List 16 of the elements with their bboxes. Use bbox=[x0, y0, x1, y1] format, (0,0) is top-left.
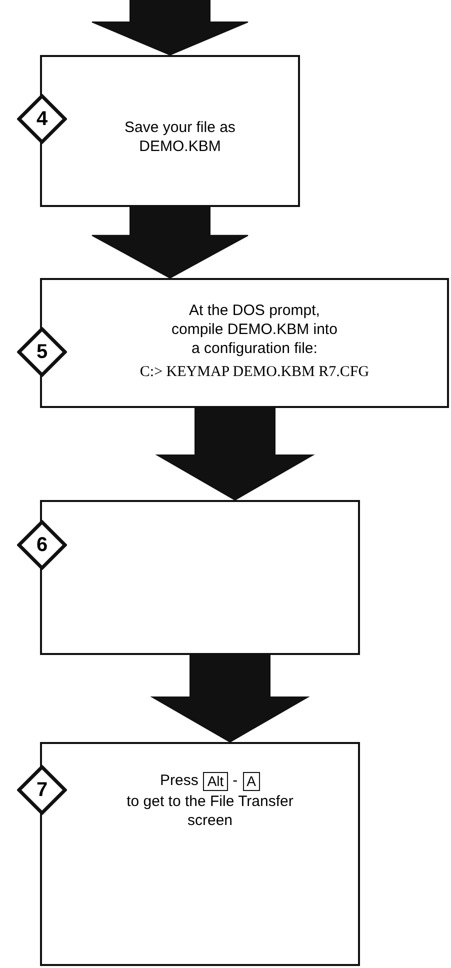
block-arrow bbox=[92, 0, 248, 56]
step-number: 7 bbox=[36, 778, 48, 802]
step-text: Save your file as DEMO.KBM bbox=[124, 119, 236, 156]
step-text: - bbox=[232, 772, 238, 791]
key-cap: Alt bbox=[203, 772, 228, 791]
block-arrow bbox=[155, 408, 315, 501]
block-arrow bbox=[92, 206, 248, 279]
step-number: 4 bbox=[36, 108, 48, 130]
step-number: 5 bbox=[36, 340, 48, 364]
step-text: Press bbox=[160, 772, 198, 791]
step-text: At the DOS prompt, compile DEMO.KBM into a configuration file: bbox=[170, 302, 338, 358]
block-arrow bbox=[150, 654, 310, 743]
key-cap: A bbox=[242, 772, 260, 791]
command-text: C:> KEYMAP DEMO.KBM R7.CFG bbox=[140, 364, 370, 382]
step-number: 6 bbox=[36, 534, 48, 556]
step-text: to get to the File Transfer screen bbox=[126, 792, 294, 830]
